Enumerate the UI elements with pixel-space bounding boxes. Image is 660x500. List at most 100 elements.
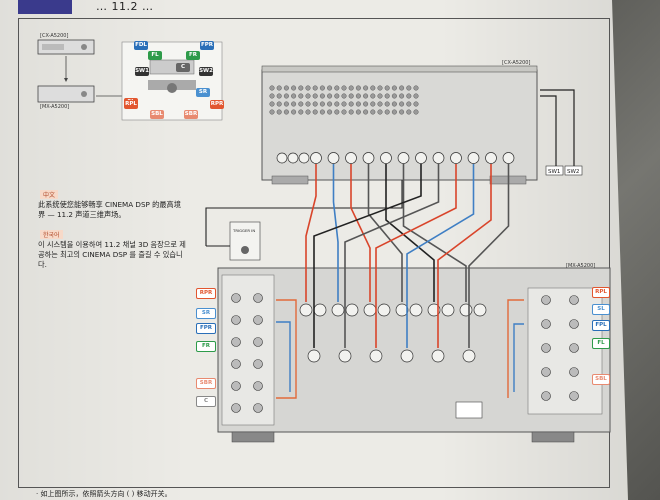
left-speaker-terminal bbox=[231, 359, 241, 369]
preamp-jack bbox=[327, 109, 333, 115]
amp-xlr-top bbox=[363, 303, 377, 317]
preamp-jack bbox=[334, 109, 340, 115]
right-tag-sl: SL bbox=[592, 304, 610, 315]
preamp-rear-panel bbox=[261, 65, 538, 185]
preamp-jack bbox=[283, 93, 289, 99]
preamp-jack bbox=[384, 101, 390, 107]
left-tag-fpr: FPR bbox=[196, 323, 216, 334]
left-tag-sr: SR bbox=[196, 308, 216, 319]
preamp-xlr-out bbox=[415, 152, 427, 164]
preamp-tag: [CX-A5200] bbox=[502, 60, 531, 66]
left-speaker-terminal bbox=[253, 359, 263, 369]
speaker-chip-fr: FR bbox=[186, 51, 200, 60]
preamp-xlr-outputs bbox=[276, 152, 515, 164]
preamp-jack bbox=[384, 109, 390, 115]
xlr-cable bbox=[437, 164, 492, 348]
right-tag-fl: FL bbox=[592, 338, 610, 349]
xlr-cable bbox=[350, 164, 371, 302]
preamp-jack bbox=[355, 109, 361, 115]
speaker-wire bbox=[507, 299, 524, 398]
amp-xlr-top bbox=[377, 303, 391, 317]
preamp-jack bbox=[298, 85, 304, 91]
preamp-jack bbox=[283, 101, 289, 107]
preamp-jack bbox=[399, 85, 405, 91]
speaker-chip-sw2: SW2 bbox=[199, 67, 213, 76]
preamp-jack bbox=[276, 85, 282, 91]
speaker-chip-sbl: SBL bbox=[150, 110, 164, 119]
preamp-jack-grid bbox=[269, 85, 419, 115]
preamp-jack bbox=[334, 85, 340, 91]
left-tag-sbr: SBR bbox=[196, 378, 216, 389]
right-tag-rpl: RPL bbox=[592, 287, 610, 298]
xlr-cable bbox=[375, 164, 457, 348]
preamp-jack bbox=[334, 101, 340, 107]
section-tab bbox=[18, 0, 72, 14]
left-speaker-terminal bbox=[231, 315, 241, 325]
preamp-jack bbox=[319, 93, 325, 99]
preamp-jack bbox=[327, 93, 333, 99]
preamp-jack bbox=[363, 101, 369, 107]
preamp-jack bbox=[406, 93, 412, 99]
preamp-jack bbox=[413, 85, 419, 91]
preamp-xlr-out bbox=[345, 152, 357, 164]
signal-cables bbox=[276, 164, 524, 399]
amp-xlr-top bbox=[299, 303, 313, 317]
preamp-xlr-out bbox=[310, 152, 322, 164]
preamp-jack bbox=[291, 93, 297, 99]
preamp-xlr-out bbox=[485, 152, 497, 164]
preamp-xlr-out bbox=[432, 152, 445, 164]
preamp-jack bbox=[327, 85, 333, 91]
preamp-jack bbox=[355, 93, 361, 99]
preamp-xlr-in bbox=[276, 152, 288, 164]
preamp-jack bbox=[269, 85, 275, 91]
speaker-chip-c: C bbox=[176, 63, 190, 72]
preamp-jack bbox=[291, 85, 297, 91]
preamp-jack bbox=[341, 109, 347, 115]
amp-xlr-bottom bbox=[307, 349, 321, 363]
left-speaker-terminal bbox=[253, 293, 263, 303]
left-speaker-terminal bbox=[253, 403, 263, 413]
amp-xlr-top bbox=[331, 303, 345, 317]
right-speaker-terminal bbox=[569, 295, 579, 305]
amp-thumbnail bbox=[37, 85, 95, 103]
preamp-xlr-out bbox=[450, 152, 462, 164]
preamp-jack bbox=[305, 85, 311, 91]
right-tag-fpl: FPL bbox=[592, 320, 610, 331]
speaker-wire bbox=[276, 321, 291, 392]
korean-text: 이 시스템을 이용하여 11.2 채널 3D 음장으로 제공하는 최고의 CIN… bbox=[38, 240, 186, 269]
left-speaker-terminal bbox=[231, 381, 241, 391]
right-speaker-terminal bbox=[541, 367, 551, 377]
preamp-jack bbox=[377, 101, 383, 107]
preamp-jack bbox=[269, 101, 275, 107]
speaker-chip-sr: SR bbox=[196, 88, 210, 97]
preamp-jack bbox=[276, 109, 282, 115]
chinese-tag: 中文 bbox=[40, 190, 59, 199]
xlr-cable bbox=[402, 164, 467, 302]
right-speaker-terminal bbox=[569, 343, 579, 353]
preamp-jack bbox=[370, 93, 376, 99]
preamp-jack bbox=[377, 109, 383, 115]
preamp-jack bbox=[319, 101, 325, 107]
left-tag-c: C bbox=[196, 396, 216, 407]
amp-thumb-label: [MX-A5200] bbox=[40, 104, 70, 110]
amp-xlr-bottom bbox=[400, 349, 414, 363]
amp-xlr-bottom bbox=[462, 349, 476, 363]
right-speaker-terminal bbox=[569, 367, 579, 377]
preamp-jack bbox=[283, 85, 289, 91]
preamp-jack bbox=[355, 85, 361, 91]
preamp-jack bbox=[269, 109, 275, 115]
preamp-jack bbox=[399, 93, 405, 99]
preamp-xlr-out bbox=[327, 152, 340, 164]
preamp-jack bbox=[370, 101, 376, 107]
speaker-chip-rpr: RPR bbox=[210, 100, 224, 109]
amp-xlr-bottom bbox=[431, 349, 445, 363]
amp-xlr-bottom bbox=[369, 349, 383, 363]
preamp-jack bbox=[305, 109, 311, 115]
preamp-jack bbox=[298, 93, 304, 99]
preamp-jack bbox=[355, 101, 361, 107]
xlr-cable bbox=[385, 164, 435, 302]
preamp-xlr-out bbox=[380, 152, 392, 164]
left-tag-fr: FR bbox=[196, 341, 216, 352]
preamp-jack bbox=[348, 93, 354, 99]
preamp-xlr-out bbox=[467, 152, 480, 164]
